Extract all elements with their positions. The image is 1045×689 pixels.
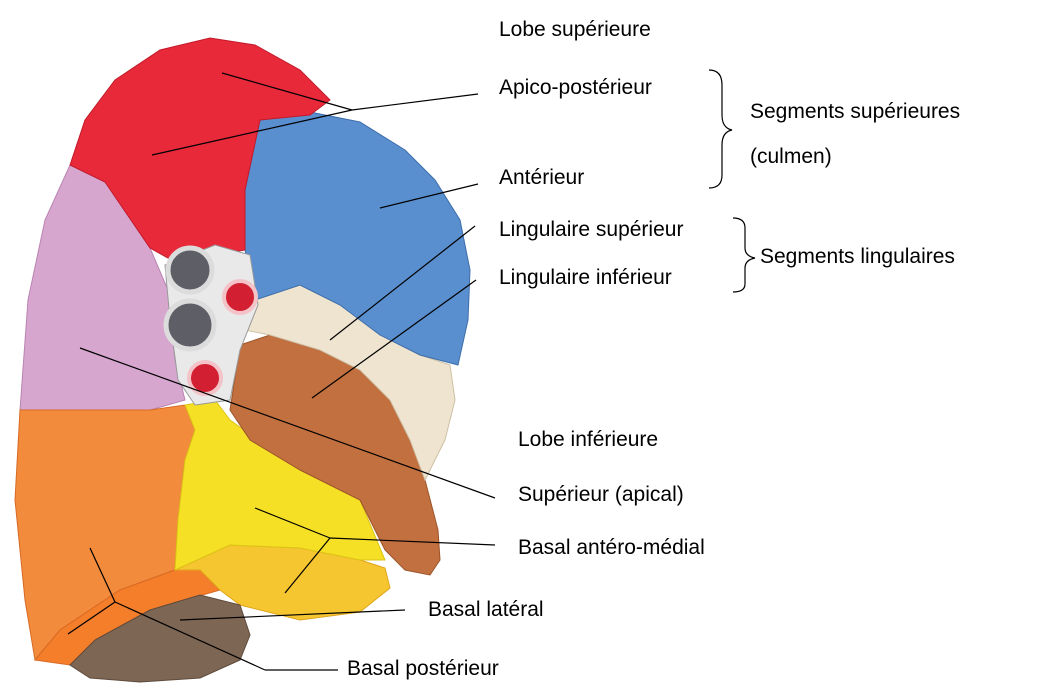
label-apico-posterieur: Apico-postérieur [499,76,652,100]
vessel-upper [224,281,256,313]
bronchus-lower [166,301,214,349]
label-lobe-inferieure: Lobe inférieure [518,428,658,452]
brace-segments-lingulaires [733,218,755,292]
bronchus-upper [168,248,212,292]
label-lingulaire-inferieur: Lingulaire inférieur [499,266,672,290]
label-basal-lateral: Basal latéral [428,598,544,622]
leader-apico-3 [352,94,478,110]
label-lobe-superieure: Lobe supérieure [499,18,651,42]
label-segments-superieures-culmen: (culmen) [750,145,832,169]
label-segments-lingulaires: Segments lingulaires [760,245,955,269]
label-anterieur: Antérieur [499,166,584,190]
label-lingulaire-superieur: Lingulaire supérieur [499,218,683,242]
label-superieur-apical: Supérieur (apical) [518,483,684,507]
brace-segments-superieures [709,70,732,188]
label-basal-antero-medial: Basal antéro-médial [518,536,705,560]
label-segments-superieures: Segments supérieures [750,100,960,124]
label-basal-posterieur: Basal postérieur [347,657,499,681]
